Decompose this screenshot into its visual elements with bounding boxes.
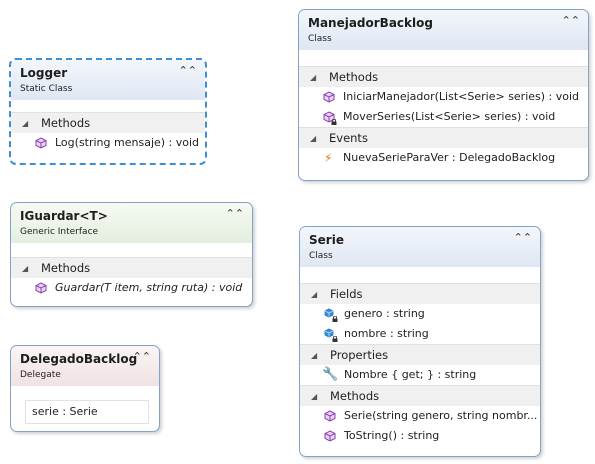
manejadorbacklog-events-section[interactable]: ◢ Events: [299, 127, 588, 148]
logger-stereotype: Static Class: [20, 84, 73, 94]
lock-icon: [331, 119, 337, 125]
serie-fields-section[interactable]: ◢ Fields: [300, 283, 540, 304]
iguardar-header[interactable]: IGuardar<T> Generic Interface ⌃⌃: [11, 203, 252, 243]
logger-header[interactable]: Logger Static Class ⌃⌃: [11, 60, 205, 100]
serie-stereotype: Class: [309, 251, 333, 261]
abstract-method-icon: [35, 282, 47, 294]
serie-header[interactable]: Serie Class ⌃⌃: [300, 227, 540, 267]
field-row[interactable]: genero : string: [300, 304, 540, 324]
method-row[interactable]: ToString() : string: [300, 426, 540, 446]
expand-triangle-icon[interactable]: ◢: [22, 119, 29, 128]
method-icon: [324, 410, 336, 422]
section-label: Properties: [330, 348, 389, 362]
expand-triangle-icon[interactable]: ◢: [310, 134, 317, 143]
wrench-icon: 🔧: [322, 367, 339, 382]
section-label: Events: [329, 131, 368, 145]
iguardar-stereotype: Generic Interface: [20, 227, 99, 237]
method-label: Serie(string genero, string nombr...: [344, 409, 538, 422]
collapse-icon[interactable]: ⌃⌃: [132, 350, 151, 363]
expand-triangle-icon[interactable]: ◢: [22, 264, 29, 273]
manejadorbacklog-stereotype: Class: [308, 34, 332, 44]
expand-triangle-icon[interactable]: ◢: [311, 290, 318, 299]
logger-methods-section[interactable]: ◢ Methods: [11, 112, 205, 133]
method-label: Guardar(T item, string ruta) : void: [55, 281, 243, 294]
expand-triangle-icon[interactable]: ◢: [310, 73, 317, 82]
expand-triangle-icon[interactable]: ◢: [311, 392, 318, 401]
property-row[interactable]: 🔧 Nombre { get; } : string: [300, 365, 540, 385]
section-label: Methods: [329, 70, 379, 84]
method-label: IniciarManejador(List<Serie> series) : v…: [343, 90, 580, 103]
logger-title: Logger: [20, 66, 68, 80]
lock-icon: [332, 336, 338, 342]
serie-class-box[interactable]: Serie Class ⌃⌃ ◢ Fields genero : string …: [299, 226, 541, 457]
field-row[interactable]: nombre : string: [300, 324, 540, 344]
collapse-icon[interactable]: ⌃⌃: [225, 207, 244, 220]
delegadobacklog-header[interactable]: DelegadoBacklog Delegate ⌃⌃: [11, 346, 159, 386]
delegate-parameter[interactable]: serie : Serie: [25, 400, 149, 424]
event-label: NuevaSerieParaVer : DelegadoBacklog: [343, 151, 556, 164]
iguardar-interface-box[interactable]: IGuardar<T> Generic Interface ⌃⌃ ◢ Metho…: [10, 202, 253, 307]
method-row[interactable]: Log(string mensaje) : void: [11, 133, 205, 153]
method-label: Log(string mensaje) : void: [55, 136, 200, 149]
property-label: Nombre { get; } : string: [344, 368, 477, 381]
event-row[interactable]: ⚡ NuevaSerieParaVer : DelegadoBacklog: [299, 148, 588, 168]
collapse-icon[interactable]: ⌃⌃: [513, 231, 532, 244]
event-lightning-icon: ⚡: [324, 151, 333, 165]
manejadorbacklog-header[interactable]: ManejadorBacklog Class ⌃⌃: [299, 10, 588, 50]
method-label: ToString() : string: [344, 429, 440, 442]
method-row[interactable]: Serie(string genero, string nombr...: [300, 406, 540, 426]
serie-title: Serie: [309, 233, 344, 247]
field-label: nombre : string: [344, 327, 429, 340]
method-icon: [324, 430, 336, 442]
expand-triangle-icon[interactable]: ◢: [311, 351, 318, 360]
method-row[interactable]: MoverSeries(List<Serie> series) : void: [299, 107, 588, 127]
manejadorbacklog-methods-section[interactable]: ◢ Methods: [299, 66, 588, 87]
method-row[interactable]: IniciarManejador(List<Serie> series) : v…: [299, 87, 588, 107]
method-row[interactable]: Guardar(T item, string ruta) : void: [11, 278, 252, 298]
lock-icon: [332, 316, 338, 322]
method-label: MoverSeries(List<Serie> series) : void: [343, 110, 556, 123]
iguardar-title: IGuardar<T>: [20, 209, 108, 223]
manejadorbacklog-class-box[interactable]: ManejadorBacklog Class ⌃⌃ ◢ Methods Inic…: [298, 9, 589, 181]
delegadobacklog-stereotype: Delegate: [20, 370, 61, 380]
method-icon: [323, 91, 335, 103]
iguardar-methods-section[interactable]: ◢ Methods: [11, 257, 252, 278]
collapse-icon[interactable]: ⌃⌃: [178, 64, 197, 77]
serie-properties-section[interactable]: ◢ Properties: [300, 344, 540, 365]
section-label: Methods: [41, 261, 91, 275]
collapse-icon[interactable]: ⌃⌃: [561, 14, 580, 27]
parameter-label: serie : Serie: [32, 405, 98, 418]
manejadorbacklog-title: ManejadorBacklog: [308, 16, 433, 30]
logger-class-box[interactable]: Logger Static Class ⌃⌃ ◢ Methods Log(str…: [9, 58, 207, 165]
serie-methods-section[interactable]: ◢ Methods: [300, 385, 540, 406]
section-label: Fields: [330, 287, 363, 301]
method-icon: [35, 137, 47, 149]
field-label: genero : string: [344, 307, 425, 320]
delegadobacklog-title: DelegadoBacklog: [20, 352, 138, 366]
delegadobacklog-box[interactable]: DelegadoBacklog Delegate ⌃⌃ serie : Seri…: [10, 345, 160, 432]
section-label: Methods: [330, 389, 380, 403]
section-label: Methods: [41, 116, 91, 130]
